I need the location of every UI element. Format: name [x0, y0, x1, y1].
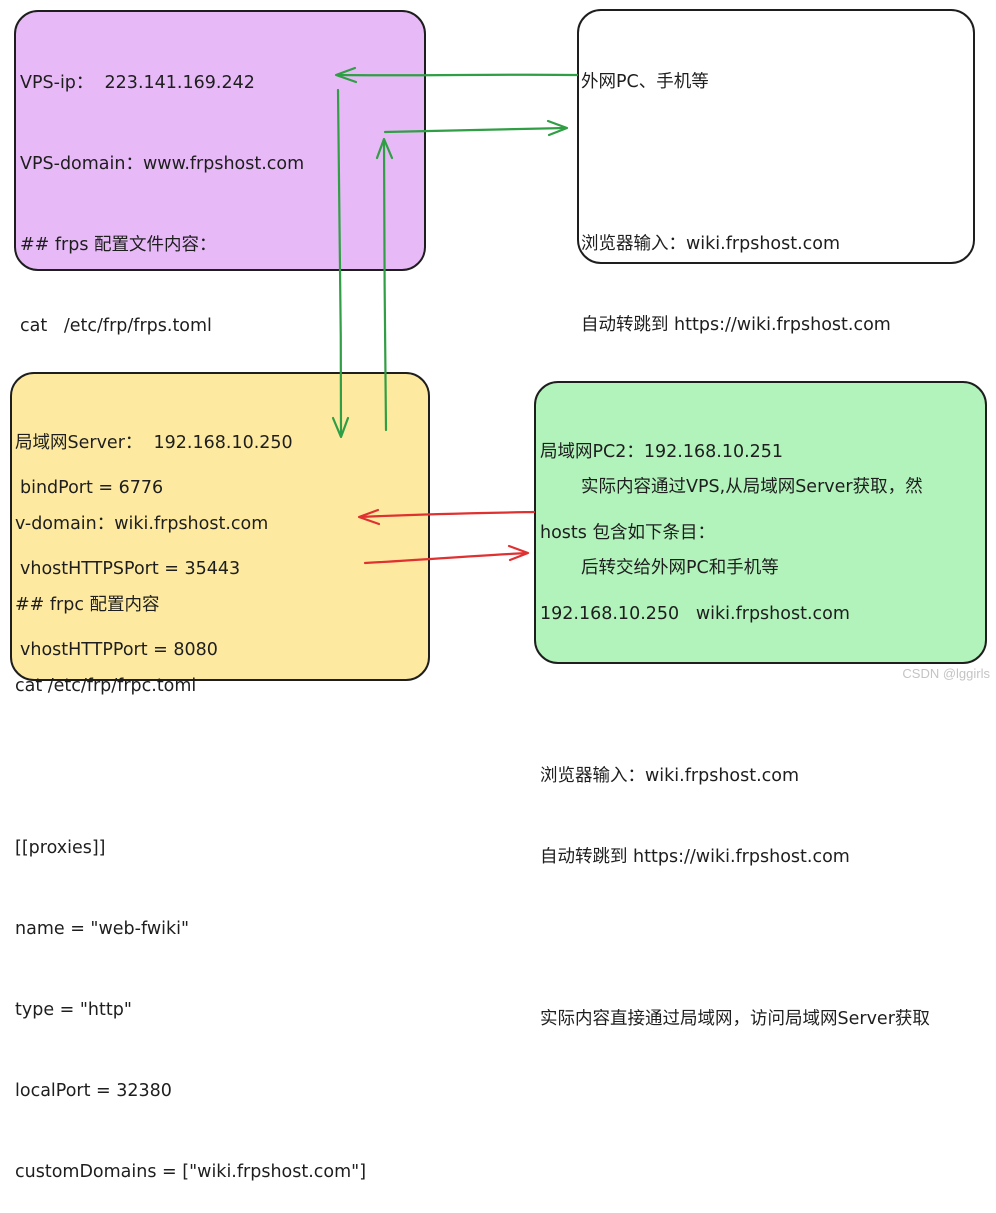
text-line: 实际内容通过VPS,从局域网Server获取，然 — [581, 477, 923, 497]
text-line: 实际内容直接通过局域网，访问局域网Server获取 — [540, 1009, 930, 1029]
text-line: VPS-domain：www.frpshost.com — [20, 154, 305, 174]
text-line: ## frps 配置文件内容： — [20, 235, 217, 255]
text-line: customDomains = ["wiki.frpshost.com"] — [15, 1162, 367, 1182]
text-line: 浏览器输入：wiki.frpshost.com — [540, 766, 800, 786]
text-line: cat /etc/frp/frps.toml — [20, 316, 212, 336]
wan-text: 外网PC、手机等 浏览器输入：wiki.frpshost.com 自动转跳到 h… — [581, 15, 923, 609]
arrow-server-to-pc2 — [363, 544, 530, 565]
text-line: bindPort = 6776 — [20, 478, 164, 498]
text-line: 局域网PC2：192.168.10.251 — [540, 442, 784, 462]
arrow-vps-to-wan — [383, 119, 569, 137]
arrow-server-to-vps — [375, 137, 394, 432]
text-line: 自动转跳到 https://wiki.frpshost.com — [581, 315, 891, 335]
text-line: hosts 包含如下条目： — [540, 523, 715, 543]
text-line: 浏览器输入：wiki.frpshost.com — [581, 234, 841, 254]
vps-box — [14, 10, 426, 271]
lan-pc2-box — [534, 381, 987, 664]
text-line: type = "http" — [15, 1000, 132, 1020]
text-line: v-domain：wiki.frpshost.com — [15, 514, 269, 534]
lan-server-box — [10, 372, 430, 681]
vps-text: VPS-ip： 223.141.169.242 VPS-domain：www.f… — [20, 16, 304, 691]
text-line: name = "web-fwiki" — [15, 919, 190, 939]
text-line: VPS-ip： 223.141.169.242 — [20, 73, 255, 93]
watermark: CSDN @lggirls — [902, 666, 990, 681]
text-line: [[proxies]] — [15, 838, 106, 858]
arrow-vps-to-server — [331, 88, 350, 439]
text-line: 192.168.10.250 wiki.frpshost.com — [540, 604, 850, 624]
arrows-layer — [331, 66, 579, 565]
arrow-pc2-to-server — [357, 508, 536, 526]
arrow-wan-to-vps — [334, 66, 579, 84]
text-line: ## frpc 配置内容 — [15, 595, 160, 615]
text-line: 外网PC、手机等 — [581, 72, 709, 92]
wan-clients-box — [577, 9, 975, 264]
text-line: 局域网Server： 192.168.10.250 — [15, 433, 293, 453]
text-line: 后转交给外网PC和手机等 — [581, 558, 779, 578]
text-line: vhostHTTPSPort = 35443 — [20, 559, 241, 579]
text-line: vhostHTTPPort = 8080 — [20, 640, 218, 660]
text-line — [540, 925, 930, 952]
text-line: localPort = 32380 — [15, 1081, 172, 1101]
text-line: 自动转跳到 https://wiki.frpshost.com — [540, 847, 850, 867]
text-line — [15, 754, 366, 781]
